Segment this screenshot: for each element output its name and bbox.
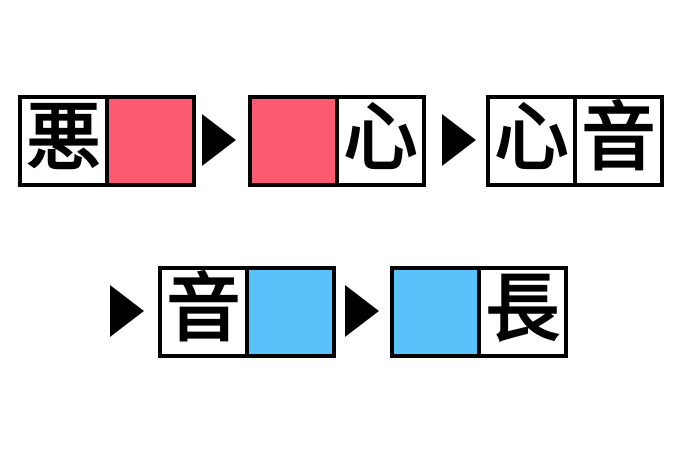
kanji-cell: 心 (335, 99, 422, 183)
arrow-right-icon (345, 285, 379, 337)
blank-cell-pink (105, 99, 192, 183)
tile-row2-step4: 音 (158, 266, 336, 358)
arrow-right-icon (202, 114, 236, 166)
tile-row1-step3: 心 音 (486, 95, 664, 187)
blank-cell-pink (252, 99, 335, 183)
tile-row1-step1: 悪 (18, 95, 196, 187)
blank-cell-blue (394, 270, 477, 354)
kanji-cell: 心 (490, 99, 573, 183)
arrow-right-icon (110, 285, 144, 337)
kanji-character: 長 (485, 270, 560, 351)
kanji-character: 心 (343, 99, 418, 180)
kanji-cell: 音 (162, 270, 245, 354)
tile-row2-step5: 長 (390, 266, 568, 358)
kanji-cell: 悪 (22, 99, 105, 183)
kanji-character: 心 (494, 99, 569, 180)
kanji-character: 音 (166, 270, 241, 351)
kanji-character: 音 (581, 99, 656, 180)
kanji-character: 悪 (26, 99, 101, 180)
kanji-cell: 音 (573, 99, 660, 183)
blank-cell-blue (245, 270, 332, 354)
tile-row1-step2: 心 (248, 95, 426, 187)
arrow-right-icon (442, 114, 476, 166)
kanji-cell: 長 (477, 270, 564, 354)
